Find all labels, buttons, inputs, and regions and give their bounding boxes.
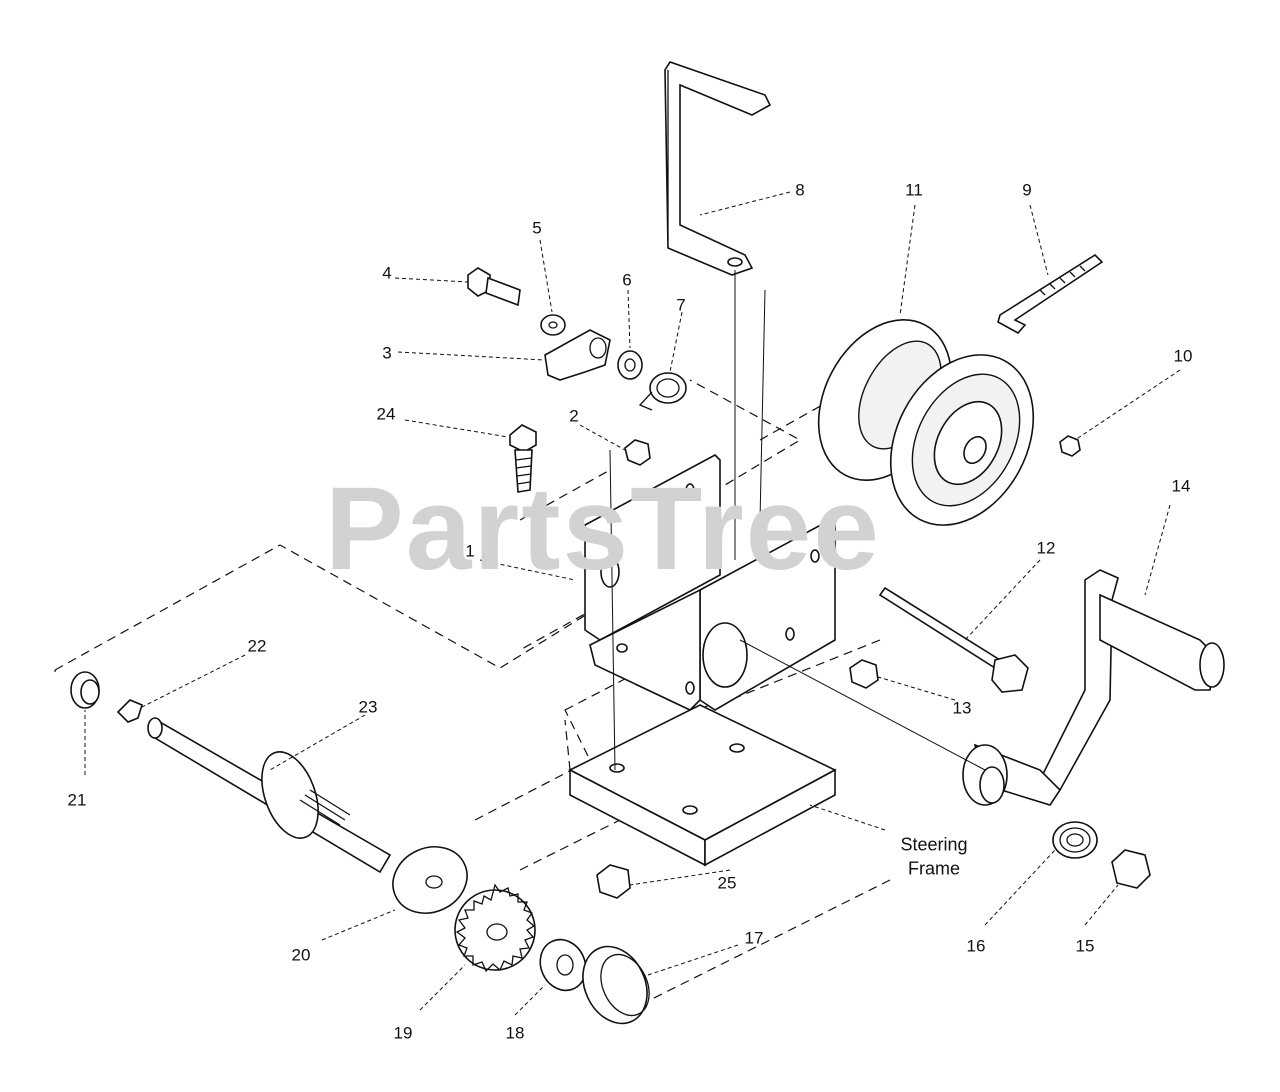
nut-part-13 xyxy=(849,659,879,689)
washer-part-5 xyxy=(540,314,566,336)
crank-arm-part-14 xyxy=(962,569,1225,806)
gear-part-19 xyxy=(454,883,536,973)
callout-21: 21 xyxy=(67,790,87,810)
spring-part-7 xyxy=(638,372,687,411)
callout-6: 6 xyxy=(622,270,632,290)
bolt-part-4 xyxy=(467,267,521,307)
callout-12: 12 xyxy=(1036,538,1056,558)
bushing-part-6 xyxy=(617,350,643,380)
steering-frame-label-line2: Frame xyxy=(907,859,961,879)
bracket-part-8 xyxy=(664,61,772,276)
shaft-part-23 xyxy=(147,717,392,874)
bearing-part-17 xyxy=(582,945,650,1025)
pawl-part-3 xyxy=(544,329,611,381)
callout-9: 9 xyxy=(1022,180,1032,200)
callout-5: 5 xyxy=(532,218,542,238)
nut-part-10 xyxy=(1059,435,1081,457)
callout-16: 16 xyxy=(966,936,986,956)
steering-frame-plate xyxy=(568,704,837,867)
steering-frame-label: Steering Frame xyxy=(900,833,967,882)
clip-part-22 xyxy=(116,699,143,723)
callout-2: 2 xyxy=(569,406,579,426)
callout-7: 7 xyxy=(676,295,686,315)
callout-25: 25 xyxy=(717,873,737,893)
callout-13: 13 xyxy=(952,698,972,718)
spring-part-16 xyxy=(1052,821,1098,859)
steering-frame-label-line1: Steering xyxy=(900,834,968,855)
callout-1: 1 xyxy=(465,541,475,561)
bushing-part-21 xyxy=(70,671,100,709)
callout-17: 17 xyxy=(744,928,764,948)
callout-24: 24 xyxy=(376,404,396,424)
nut-part-25 xyxy=(596,864,631,899)
leader-lines xyxy=(84,191,1181,1016)
callout-11: 11 xyxy=(905,180,923,200)
callout-15: 15 xyxy=(1075,936,1095,956)
callout-19: 19 xyxy=(393,1023,413,1043)
callout-22: 22 xyxy=(247,636,267,656)
callout-20: 20 xyxy=(291,945,311,965)
callout-23: 23 xyxy=(358,697,378,717)
main-bracket-part-1 xyxy=(584,454,836,711)
crank-handle-part-9 xyxy=(997,253,1104,335)
drum-part-11 xyxy=(817,319,1035,526)
callout-4: 4 xyxy=(382,263,392,283)
nut-part-15 xyxy=(1111,849,1151,889)
washer-part-20 xyxy=(392,846,468,914)
callout-3: 3 xyxy=(382,343,392,363)
callout-14: 14 xyxy=(1171,476,1191,496)
bolt-part-24 xyxy=(509,424,537,493)
callout-8: 8 xyxy=(795,180,805,200)
bolt-part-12 xyxy=(878,586,1029,693)
callout-10: 10 xyxy=(1173,346,1193,366)
callout-18: 18 xyxy=(505,1023,525,1043)
nut-part-2 xyxy=(624,439,651,466)
spacer-part-18 xyxy=(539,938,587,992)
